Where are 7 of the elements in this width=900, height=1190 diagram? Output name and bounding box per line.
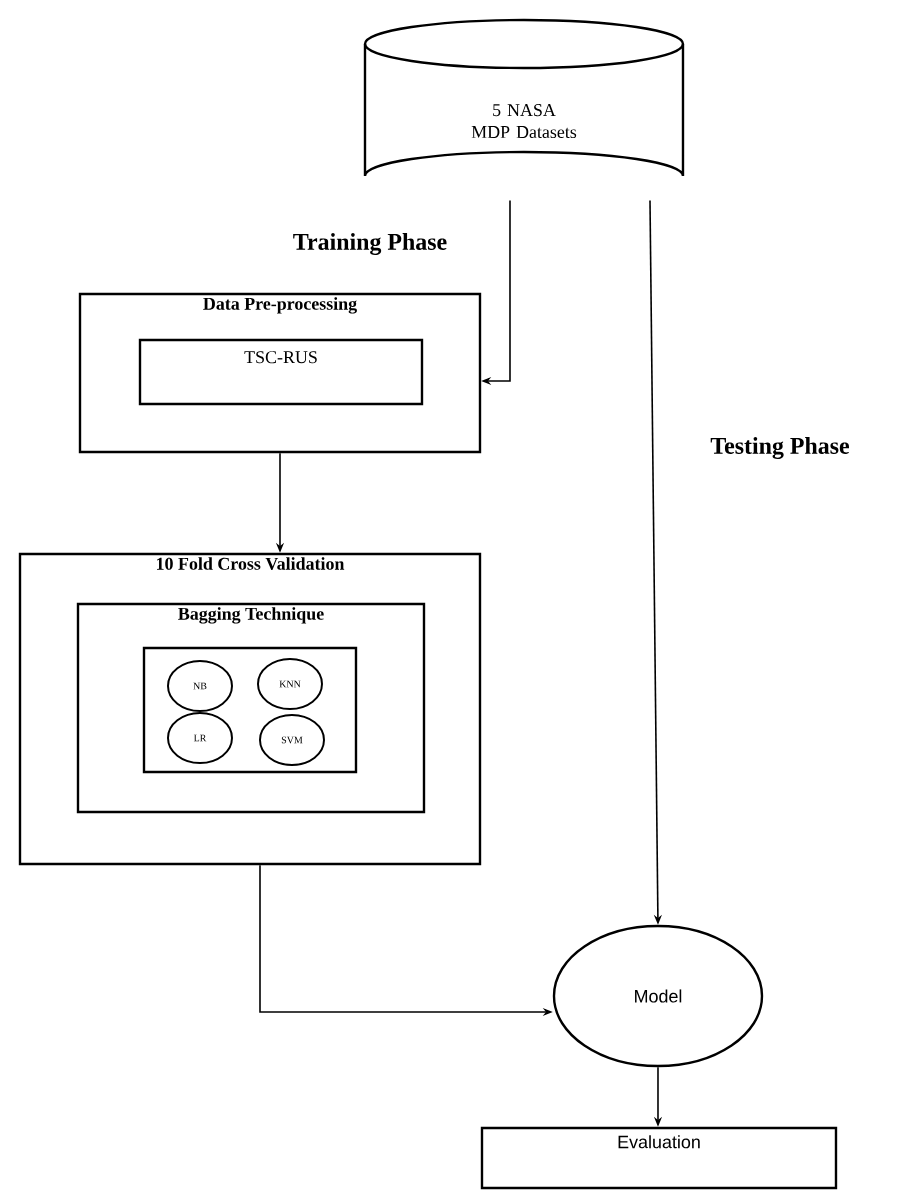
edge-label: Training Phase — [290, 231, 450, 257]
node-label: 5 NASA MDP Datasets — [471, 104, 577, 139]
inner-box — [142, 646, 358, 774]
process-box: TSC-RUS — [138, 338, 424, 406]
process-box: Evaluation — [480, 1126, 838, 1190]
edge-label: Testing Phase — [708, 435, 852, 461]
database-cylinder: 5 NASA MDP Datasets — [363, 18, 685, 178]
